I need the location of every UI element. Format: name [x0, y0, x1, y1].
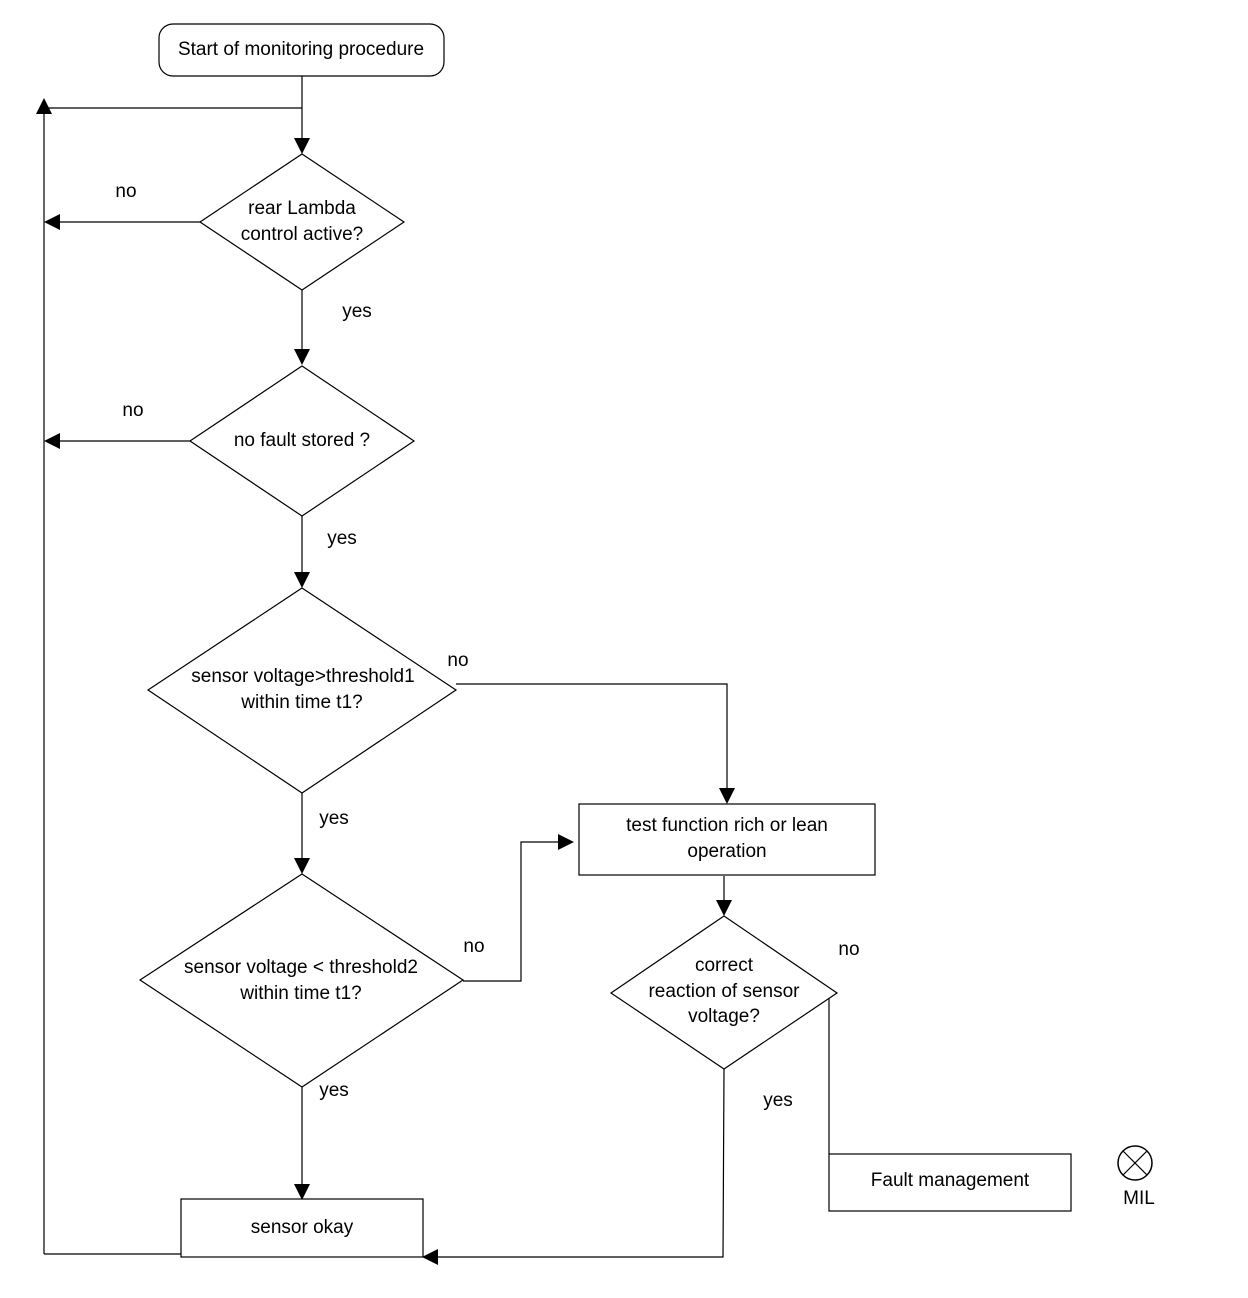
process-sensor-okay-shape [180, 1198, 424, 1258]
decision-rear-lambda-line-1: rear Lambda [248, 198, 356, 219]
edge-label-no-fault-yes: yes [327, 528, 357, 549]
arrowhead-down [719, 788, 735, 804]
lamp-cross-icon [1117, 1145, 1153, 1181]
start-node-label: Start of monitoring procedure [178, 39, 424, 60]
process-fault-management: Fault management [828, 1153, 1072, 1212]
process-fault-management-shape [828, 1153, 1072, 1212]
decision-threshold2-shape [138, 873, 465, 1088]
edge-label-threshold1-yes: yes [319, 808, 349, 829]
decision-correct-reaction-line-1: correct [695, 955, 754, 976]
decision-correct-reaction-line-3: voltage? [688, 1006, 760, 1027]
start-node-shape [158, 23, 445, 77]
arrowhead-left [422, 1249, 438, 1265]
decision-threshold2-line-2: within time t1? [239, 983, 361, 1004]
decision-no-fault-line-1: no fault stored ? [234, 430, 370, 451]
decision-threshold1-line-2: within time t1? [240, 692, 362, 713]
decision-threshold1: sensor voltage>threshold1 within time t1… [146, 587, 458, 794]
process-test-function-shape [578, 803, 876, 876]
edge-label-correct-reaction-no: no [838, 939, 859, 960]
edge-label-threshold2-no: no [463, 936, 484, 957]
decision-rear-lambda-shape [198, 153, 406, 291]
edge-label-correct-reaction-yes: yes [763, 1090, 793, 1111]
process-fault-management-label: Fault management [871, 1170, 1030, 1191]
edge-label-threshold1-no: no [447, 650, 468, 671]
mil-label: MIL [1123, 1188, 1155, 1209]
arrowhead-right [558, 834, 574, 850]
decision-correct-reaction-line-2: reaction of sensor [648, 981, 800, 1002]
connector-threshold2-no [463, 841, 560, 982]
edge-label-rear-lambda-no: no [115, 181, 136, 202]
mil-indicator: MIL [1117, 1145, 1155, 1209]
process-sensor-okay: sensor okay [180, 1198, 424, 1258]
decision-threshold1-line-1: sensor voltage>threshold1 [191, 666, 414, 687]
decision-no-fault-shape [188, 365, 416, 517]
decision-correct-reaction-shape [609, 915, 839, 1070]
arrowhead-up [36, 98, 52, 114]
process-test-function: test function rich or lean operation [578, 803, 876, 876]
arrowhead-down [716, 900, 732, 916]
decision-rear-lambda-line-2: control active? [241, 224, 364, 245]
connector-threshold1-no [456, 683, 728, 790]
decision-correct-reaction: correct reaction of sensor voltage? [609, 915, 839, 1070]
edge-label-threshold2-yes: yes [319, 1080, 349, 1101]
connector-reaction-yes [436, 1068, 725, 1258]
arrowhead-down [294, 858, 310, 874]
arrowhead-down [294, 138, 310, 154]
arrowheads [36, 98, 735, 1265]
arrowhead-down [294, 1184, 310, 1200]
edge-labels: no yes no yes no yes no yes no yes [115, 181, 859, 1111]
decision-rear-lambda: rear Lambda control active? [198, 153, 406, 291]
decision-threshold2: sensor voltage < threshold2 within time … [138, 873, 465, 1088]
decision-threshold2-line-1: sensor voltage < threshold2 [184, 957, 418, 978]
decision-no-fault: no fault stored ? [188, 365, 416, 517]
connectors [43, 76, 837, 1258]
process-test-function-line-2: operation [687, 841, 766, 862]
arrowhead-left [44, 214, 60, 230]
edge-label-rear-lambda-yes: yes [342, 301, 372, 322]
arrowhead-down [294, 572, 310, 588]
start-node: Start of monitoring procedure [158, 23, 445, 77]
connector-reaction-no [828, 992, 837, 1154]
decision-threshold1-shape [146, 587, 458, 794]
edge-label-no-fault-no: no [122, 400, 143, 421]
process-test-function-line-1: test function rich or lean [626, 815, 828, 836]
arrowhead-left [44, 433, 60, 449]
process-sensor-okay-label: sensor okay [251, 1217, 354, 1238]
arrowhead-down [294, 349, 310, 365]
